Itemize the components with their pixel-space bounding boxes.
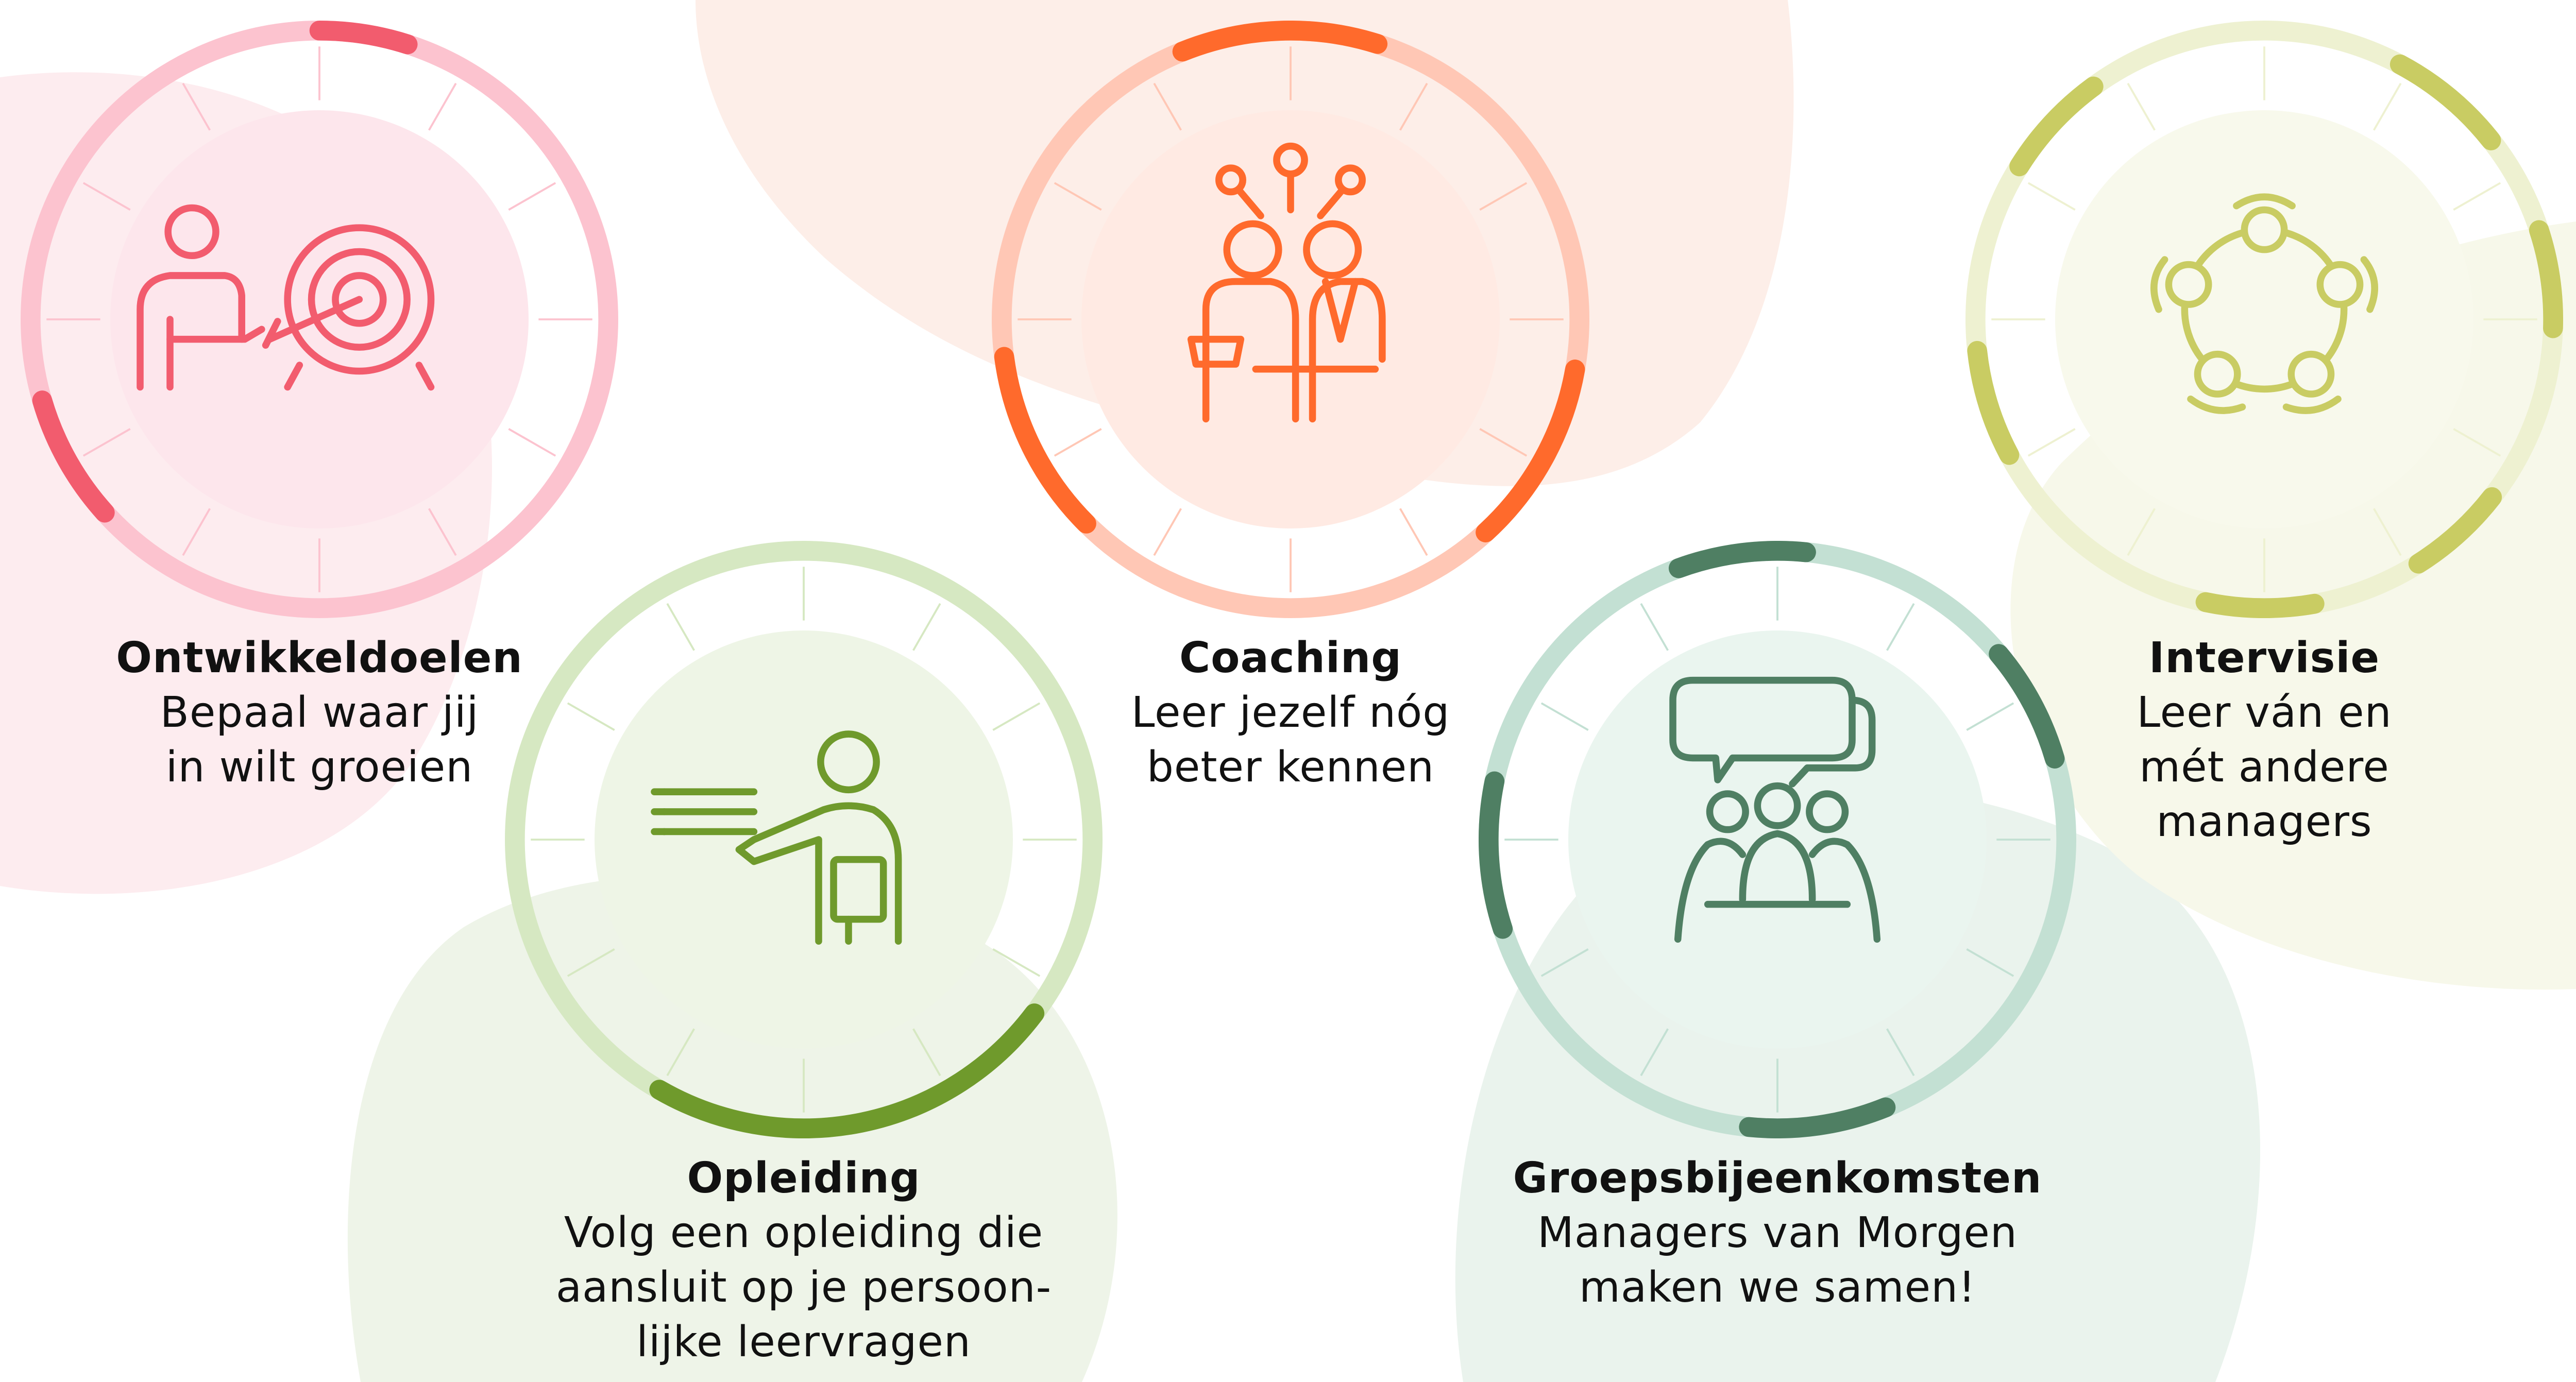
caption-groepsbijeenkomsten: Groepsbijeenkomsten Managers van Morgen … (1468, 1151, 2087, 1315)
ring-intervisie (1965, 21, 2563, 618)
item-description: Leer ván en mét andere managers (2137, 688, 2392, 846)
ring-accent-1 (1965, 21, 2563, 618)
ring-accent-4 (1965, 21, 2563, 618)
item-title: Intervisie (2148, 634, 2380, 683)
caption-opleiding: Opleiding Volg een opleiding die aanslui… (495, 1151, 1113, 1370)
ring-groepsbijeenkomsten (1479, 541, 2076, 1138)
caption-intervisie: Intervisie Leer ván en mét andere manage… (1955, 631, 2573, 849)
item-description: Managers van Morgen maken we samen! (1537, 1208, 2018, 1312)
caption-ontwikkeldoelen: Ontwikkeldoelen Bepaal waar jij in wilt … (10, 631, 629, 795)
ring-ticks (1018, 46, 1564, 592)
ring-accent-bottom (505, 541, 1103, 1138)
ring-accent-left (1479, 541, 2076, 1138)
ring-accent-right (992, 21, 1589, 618)
item-description: Volg een opleiding die aansluit op je pe… (555, 1208, 1052, 1367)
ring-accent-5 (1965, 21, 2563, 618)
caption-coaching: Coaching Leer jezelf nóg beter kennen (981, 631, 1600, 795)
ring-disc (1081, 110, 1500, 528)
ring-disc (595, 630, 1013, 1049)
ring-ticks (531, 567, 1077, 1113)
item-title: Ontwikkeldoelen (116, 634, 523, 683)
ring-coaching (992, 21, 1589, 618)
item-title: Groepsbijeenkomsten (1513, 1154, 2042, 1203)
ring-accent-lower-left (21, 21, 618, 618)
group-meeting-icon (1669, 676, 1881, 943)
ring-disc (1568, 630, 1987, 1049)
ring-ontwikkeldoelen (21, 21, 618, 618)
ring-accent-right (1479, 541, 2076, 1138)
circle-of-people-icon (2150, 193, 2378, 414)
ring-accent-top (1479, 541, 2076, 1138)
item-title: Opleiding (687, 1154, 921, 1203)
ring-ticks (1504, 567, 2050, 1113)
item-description: Bepaal waar jij in wilt groeien (160, 688, 479, 792)
ring-ticks (1991, 46, 2537, 592)
item-description: Leer jezelf nóg beter kennen (1131, 688, 1450, 792)
target-icon (137, 204, 435, 391)
ring-accent-left (992, 21, 1589, 618)
ring-accent-3 (1965, 21, 2563, 618)
ring-opleiding (505, 541, 1103, 1138)
coaching-icon (1187, 142, 1386, 423)
ring-accent-2 (1965, 21, 2563, 618)
ring-accent-top (992, 21, 1589, 618)
ring-accent-bottom (1479, 541, 2076, 1138)
item-title: Coaching (1179, 634, 1402, 683)
ring-ticks (46, 46, 592, 592)
ring-disc (2055, 110, 2473, 528)
presenter-icon (651, 730, 902, 945)
ring-accent-top (21, 21, 618, 618)
ring-accent-6 (1965, 21, 2563, 618)
